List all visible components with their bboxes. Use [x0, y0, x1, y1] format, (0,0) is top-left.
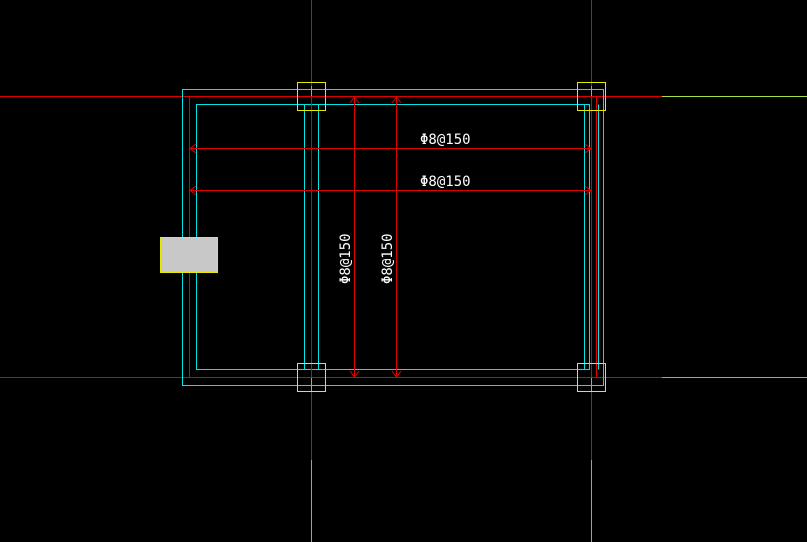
rebar-label-top-1: Φ8@150	[420, 132, 471, 148]
column-top-right	[577, 82, 606, 111]
column-bottom-right	[577, 363, 606, 392]
rebar-horizontal-1-arrow-right	[584, 143, 592, 154]
columns	[297, 82, 606, 392]
column-bottom-left	[297, 363, 326, 392]
rebar-horizontal	[189, 143, 592, 196]
column-top-left	[297, 82, 326, 111]
rebar-label-top-2: Φ8@150	[420, 174, 471, 190]
red-reference-lines	[0, 0, 662, 460]
rebar-vertical-2-arrow-top	[391, 96, 402, 104]
rebar-vertical	[349, 96, 402, 378]
rebar-vertical-1-arrow-top	[349, 96, 360, 104]
rebar-horizontal-2-arrow-left	[189, 185, 197, 196]
rebar-vertical-1-arrow-bottom	[349, 370, 360, 378]
rebar-horizontal-1-arrow-left	[189, 143, 197, 154]
rebar-horizontal-2-arrow-right	[584, 185, 592, 196]
rebar-label-side-2: Φ8@150	[380, 233, 396, 284]
rebar-vertical-2-arrow-bottom	[391, 370, 402, 378]
rebar-label-side-1: Φ8@150	[338, 233, 354, 284]
opening-block[interactable]	[160, 237, 218, 273]
